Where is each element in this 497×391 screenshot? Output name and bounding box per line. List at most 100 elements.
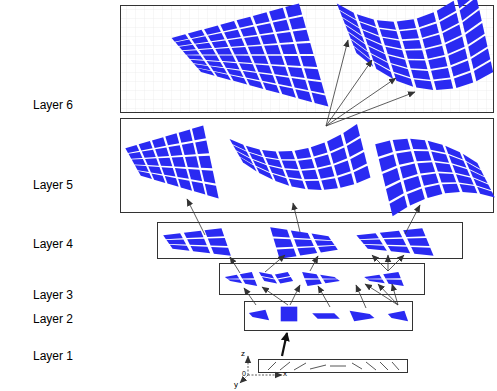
patch-cell xyxy=(383,38,402,49)
patch-cell xyxy=(239,63,256,71)
patch-cell xyxy=(175,40,192,46)
patch-cell xyxy=(211,247,231,256)
patch-cell xyxy=(278,151,295,159)
patch-cell xyxy=(407,238,429,246)
patch-cell xyxy=(477,187,495,198)
patch-cell xyxy=(377,20,396,29)
patch-cell xyxy=(273,20,290,32)
patch-cell xyxy=(268,56,285,65)
layer-box xyxy=(259,360,408,373)
layer-label: Layer 4 xyxy=(33,238,73,250)
patch-cell xyxy=(272,66,289,76)
patch-cell xyxy=(190,60,207,65)
patch-cell xyxy=(417,162,435,173)
patch-cell xyxy=(284,56,301,66)
axis-label: 0 xyxy=(242,370,246,377)
patch-cell xyxy=(403,40,422,49)
edge-segments xyxy=(268,362,399,370)
patch-cell xyxy=(281,307,298,322)
patch-cell xyxy=(183,50,200,55)
patch-cell xyxy=(219,56,236,62)
patch-cell xyxy=(311,143,328,157)
layer-label: Layer 3 xyxy=(33,289,73,301)
patch-cell xyxy=(253,12,270,24)
surface-patches xyxy=(125,0,494,321)
patch-cell xyxy=(195,43,212,49)
patch-cell xyxy=(397,19,416,29)
patch-cell xyxy=(311,234,331,241)
patch-cell xyxy=(400,164,418,179)
patch-cell xyxy=(298,159,315,169)
patch-cell xyxy=(207,61,224,67)
patch-cell xyxy=(297,247,317,255)
layer-label: Layer 6 xyxy=(33,99,73,111)
patch-cell xyxy=(295,148,312,159)
patch-cell xyxy=(279,86,296,98)
patch-cell xyxy=(244,36,261,45)
patch-cell xyxy=(142,150,156,158)
patch-cell xyxy=(275,272,290,278)
patch-cell xyxy=(449,155,467,168)
patch-cell xyxy=(410,139,428,150)
patch-cell xyxy=(414,151,432,161)
patch-cell xyxy=(428,57,447,69)
patch-cell xyxy=(204,228,224,237)
patch-cell xyxy=(184,231,204,238)
axis-label: x xyxy=(283,370,287,378)
patch-cell xyxy=(240,26,257,36)
patch-cell xyxy=(252,56,269,64)
axes xyxy=(240,356,282,383)
patch-cell xyxy=(375,140,393,156)
patch-cell xyxy=(260,34,277,44)
patch-cell xyxy=(170,245,190,251)
axis-label: z xyxy=(241,350,245,358)
patch-cell xyxy=(383,272,401,278)
patch-cell xyxy=(210,66,227,73)
patch-cell xyxy=(139,141,153,150)
patch-cell xyxy=(264,45,281,54)
patch-cell xyxy=(308,80,325,93)
patch-cell xyxy=(212,41,229,48)
patch-cell xyxy=(163,233,183,239)
patch-cell xyxy=(374,62,393,79)
patch-cell xyxy=(285,3,302,17)
patch-cell xyxy=(292,78,309,90)
patch-cell xyxy=(151,174,165,183)
patch-cell xyxy=(179,129,193,142)
patch-cell xyxy=(228,279,242,283)
patch-cell xyxy=(262,150,279,159)
patch-cell xyxy=(312,93,329,107)
patch-cell xyxy=(165,176,179,187)
patch-cell xyxy=(215,48,232,54)
patch-cell xyxy=(192,126,206,141)
axis-label: y xyxy=(234,381,238,389)
patch-cell xyxy=(165,133,179,145)
patch-cell xyxy=(350,311,375,322)
layer-box xyxy=(121,119,494,213)
patch-cell xyxy=(425,185,443,198)
patch-cell xyxy=(393,139,411,152)
patch-cell xyxy=(394,73,413,87)
patch-cell xyxy=(208,238,228,246)
patch-cell xyxy=(428,141,446,153)
patch-cell xyxy=(289,17,306,30)
patch-cell xyxy=(202,170,216,183)
patch-cell xyxy=(442,184,460,194)
patch-cell xyxy=(269,166,286,177)
patch-cell xyxy=(263,82,280,93)
patch-cell xyxy=(302,170,319,179)
patch-cell xyxy=(293,30,310,42)
patch-cell xyxy=(431,152,449,163)
patch-cell xyxy=(162,167,176,176)
patch-cell xyxy=(302,272,319,278)
layer-label: Layer 5 xyxy=(33,179,73,191)
patch-cell xyxy=(155,147,169,156)
patch-cell xyxy=(243,280,257,286)
patch-cell xyxy=(411,70,430,80)
patch-cell xyxy=(223,62,240,69)
patch-cell xyxy=(380,231,402,238)
patch-cell xyxy=(304,68,321,80)
patch-cell xyxy=(435,162,453,172)
patch-cell xyxy=(300,56,317,67)
